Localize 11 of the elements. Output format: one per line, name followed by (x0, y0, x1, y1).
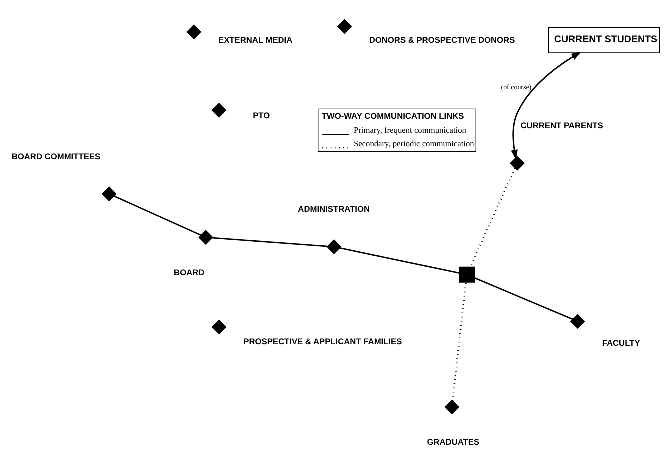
node-label: BOARD COMMITTEES (12, 151, 101, 162)
node-label: BOARD (174, 267, 205, 278)
node-label: ADMINISTRATION (298, 204, 370, 214)
node-label: CURRENT PARENTS (520, 120, 604, 131)
node-label: GRADUATES (427, 437, 480, 448)
node-label: DONORS & PROSPECTIVE DONORS (369, 34, 516, 45)
node-label: PROSPECTIVE & APPLICANT FAMILIES (244, 336, 402, 347)
node-label: EXTERNAL MEDIA (218, 34, 293, 45)
node-label: FACULTY (602, 338, 640, 348)
node-label: PTO (253, 110, 270, 120)
label: TWO-WAY COMMUNICATION LINKS (322, 111, 464, 122)
